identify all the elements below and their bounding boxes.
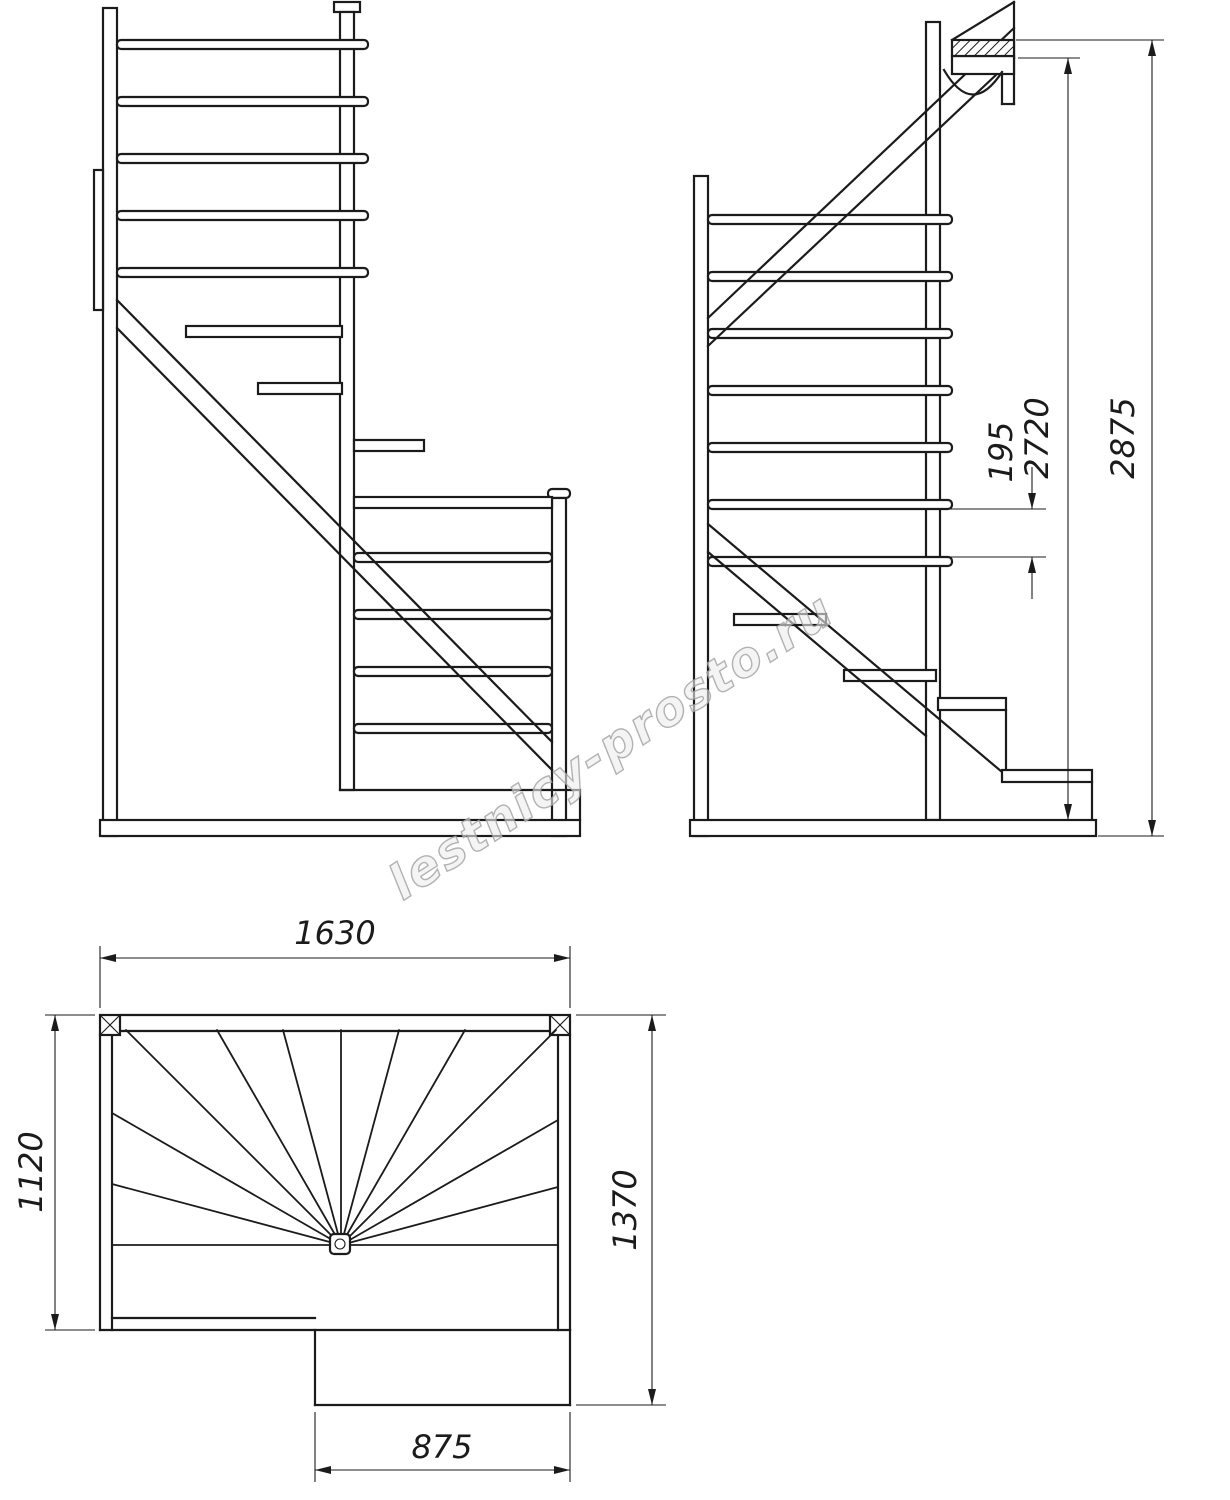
watermark: lestnicy-prosto.ru [379,582,844,911]
dimension-label-baluster-gap: 195 [982,421,1020,482]
hatched-landing-tread [950,38,1016,58]
dimension-right-depth: 1370 [576,1014,666,1406]
dimension-label-left-depth: 1120 [12,1131,50,1212]
dimension-overall-width: 1630 [99,914,571,1008]
plan-center-pole [328,1232,352,1256]
dimension-label-floor-height: 2720 [1018,397,1056,478]
front-posts [92,0,572,838]
dimension-entry-width: 875 [314,1412,571,1482]
side-stringers [706,26,1016,774]
dimension-label-overall-width: 1630 [294,914,375,952]
dimension-label-entry-width: 875 [411,1428,472,1466]
front-treads [184,324,554,510]
side-elevation-view [688,0,1098,838]
side-base [688,818,1098,838]
front-stringer [115,298,554,772]
side-posts [692,20,942,838]
front-elevation-view [92,0,582,838]
dimension-label-right-depth: 1370 [606,1169,644,1250]
side-rails [706,213,954,568]
plan-corner-post-left [98,1013,122,1037]
plan-walls [98,1013,572,1407]
front-base [98,788,582,838]
dimension-left-depth: 1120 [12,1014,95,1331]
dimension-baluster-gap: 195 [950,421,1046,599]
dimension-label-total-height: 2875 [1104,397,1142,478]
plan-view [98,1013,572,1407]
side-top-landing [942,0,1016,106]
side-entry-steps [936,696,1094,822]
plan-winder-treads [111,1029,559,1246]
front-rails [115,38,370,279]
front-lower-rails [352,551,554,735]
dimension-total-height: 2875 [1016,39,1164,837]
dimension-floor-height: 2720 [1018,57,1080,821]
